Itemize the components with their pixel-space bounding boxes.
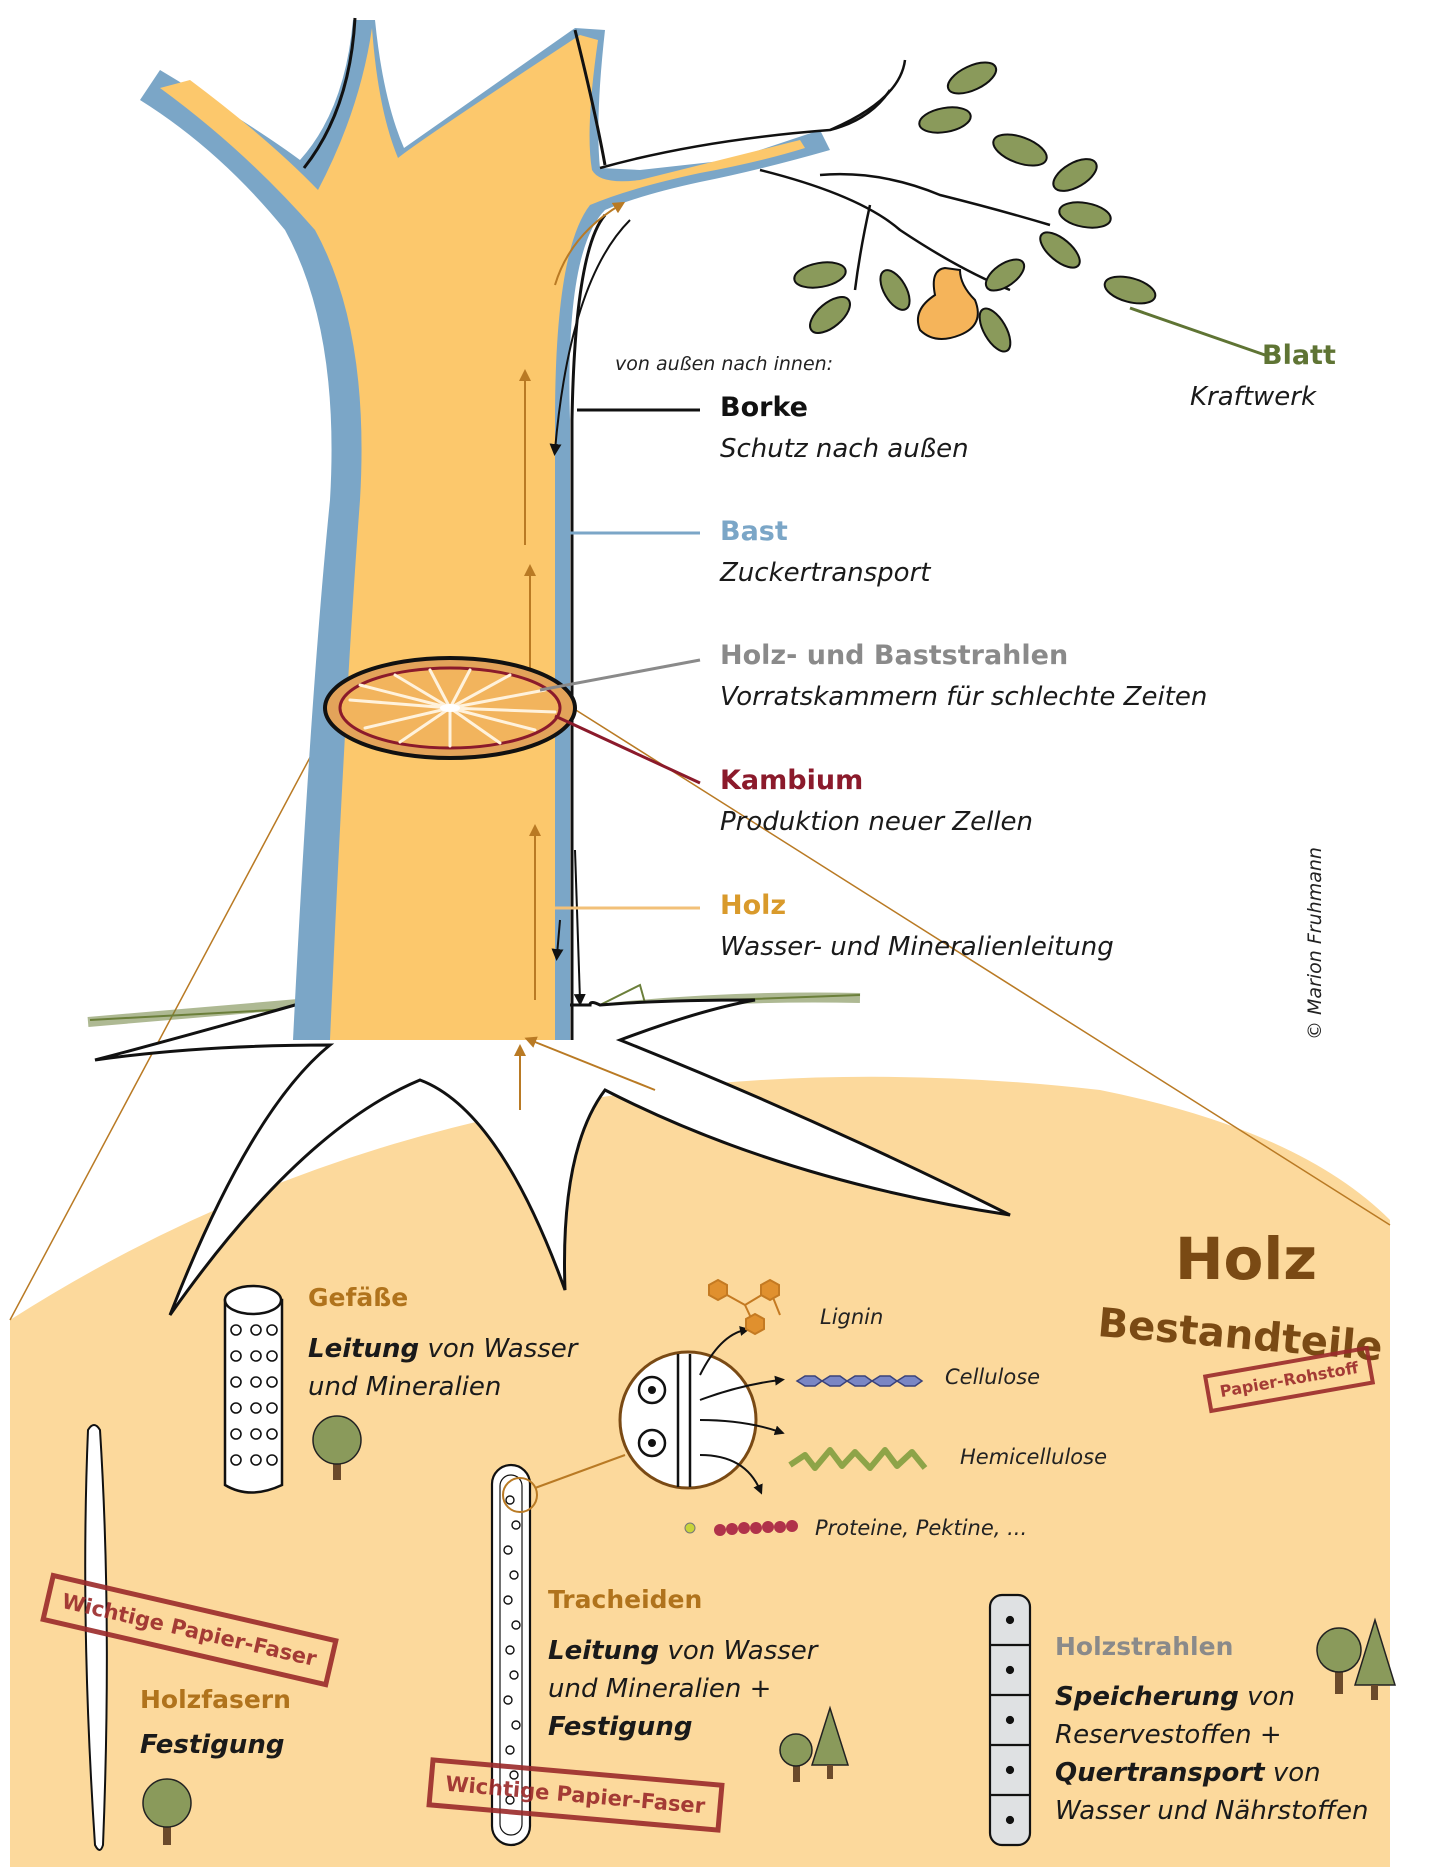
- hemicellulose-label: Hemicellulose: [960, 1445, 1107, 1469]
- cell-wall-zoom: [620, 1352, 756, 1488]
- holzstrahlen-desc: Speicherung von Reservestoffen + Quertra…: [1055, 1678, 1368, 1830]
- gefaesse-cell: [225, 1286, 282, 1493]
- pear: [918, 268, 978, 339]
- strahlen-title: Holz- und Baststrahlen: [720, 640, 1068, 671]
- proteine-label: Proteine, Pektine, ...: [815, 1516, 1027, 1540]
- copyright: © Marion Fruhmann: [1304, 847, 1326, 1040]
- cellulose-label: Cellulose: [945, 1365, 1040, 1389]
- holz-desc: Wasser- und Mineralienleitung: [720, 932, 1114, 962]
- blatt-desc: Kraftwerk: [1190, 382, 1316, 412]
- borke-title: Borke: [720, 392, 808, 423]
- blatt-pointer: [1130, 308, 1265, 355]
- holzfasern-desc: Festigung: [140, 1726, 284, 1764]
- holz-title: Holz: [720, 890, 786, 921]
- gefaesse-title: Gefäße: [308, 1283, 408, 1312]
- holzstrahlen-title: Holzstrahlen: [1055, 1632, 1233, 1661]
- borke-desc: Schutz nach außen: [720, 434, 969, 464]
- tracheiden-desc: Leitung von Wasser und Mineralien + Fest…: [548, 1632, 818, 1746]
- section-title-holz: Holz: [1175, 1225, 1317, 1293]
- bast-title: Bast: [720, 516, 788, 547]
- cellulose-chain: [797, 1376, 922, 1386]
- cross-section: [325, 658, 575, 758]
- kambium-desc: Produktion neuer Zellen: [720, 807, 1033, 837]
- intro-label: von außen nach innen:: [615, 353, 833, 375]
- blatt-title: Blatt: [1262, 340, 1336, 371]
- lignin-label: Lignin: [820, 1305, 883, 1329]
- holzstrahl-cell: [990, 1595, 1030, 1845]
- kambium-pointer: [555, 716, 700, 783]
- holzfasern-title: Holzfasern: [140, 1685, 291, 1714]
- kambium-title: Kambium: [720, 765, 863, 796]
- tracheiden-title: Tracheiden: [548, 1585, 702, 1614]
- strahlen-desc: Vorratskammern für schlechte Zeiten: [720, 682, 1207, 712]
- bast-desc: Zuckertransport: [720, 558, 930, 588]
- gefaesse-desc: Leitung von Wasser und Mineralien: [308, 1330, 578, 1406]
